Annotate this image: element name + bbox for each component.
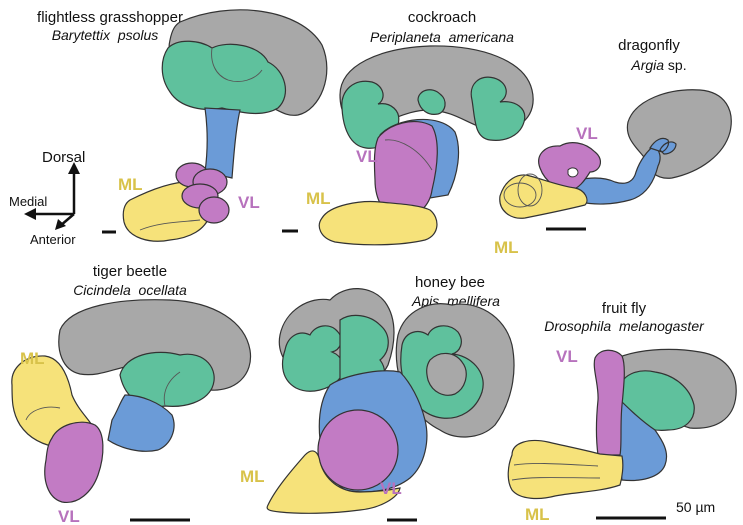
panel-grasshopper: flightless grasshopper Barytettix psolus… bbox=[37, 9, 327, 241]
cockroach-vl-label: VL bbox=[356, 147, 378, 166]
medial-label: Medial bbox=[9, 194, 47, 209]
dragonfly-species-suffix: sp. bbox=[664, 57, 687, 73]
honey-bee-vl-label: VL bbox=[380, 479, 402, 498]
tiger-beetle-vertical-lobe bbox=[45, 422, 103, 502]
dragonfly-ml-label: ML bbox=[494, 238, 519, 257]
tiger-beetle-common-name: tiger beetle bbox=[93, 263, 167, 280]
fruit-fly-vertical-lobe bbox=[594, 350, 624, 455]
honey-bee-vertical-lobe bbox=[318, 410, 398, 490]
grasshopper-ml-label: ML bbox=[118, 175, 143, 194]
tiger-beetle-ml-label: ML bbox=[20, 349, 45, 368]
tiger-beetle-scientific-name: Cicindela ocellata bbox=[73, 282, 187, 298]
dorsal-label: Dorsal bbox=[42, 149, 85, 166]
honey-bee-calyx-inner bbox=[427, 353, 467, 395]
fruit-fly-scientific-name: Drosophila melanogaster bbox=[544, 318, 705, 334]
grasshopper-scientific-name: Barytettix psolus bbox=[52, 27, 159, 43]
cockroach-ml-label: ML bbox=[306, 189, 331, 208]
panel-honey-bee: honey bee Apis mellifera ML VL bbox=[240, 274, 514, 520]
honey-bee-ml-label: ML bbox=[240, 467, 265, 486]
medial-arrow-head bbox=[24, 208, 36, 220]
panel-tiger-beetle: tiger beetle Cicindela ocellata ML VL bbox=[12, 263, 251, 525]
dragonfly-vl-label: VL bbox=[576, 124, 598, 143]
tiger-beetle-vl-label: VL bbox=[58, 507, 80, 525]
orientation-compass: Dorsal Medial Anterior bbox=[9, 149, 85, 247]
grasshopper-common-name: flightless grasshopper bbox=[37, 9, 183, 26]
dragonfly-genus: Argia bbox=[630, 57, 664, 73]
dragonfly-common-name: dragonfly bbox=[618, 37, 680, 54]
panel-fruit-fly: fruit fly Drosophila melanogaster VL ML … bbox=[508, 300, 736, 524]
grasshopper-peduncle bbox=[205, 108, 240, 178]
anterior-label: Anterior bbox=[30, 232, 76, 247]
panel-dragonfly: dragonfly Argia sp. VL ML bbox=[494, 37, 731, 257]
cockroach-medial-lobe bbox=[319, 202, 437, 245]
dragonfly-scientific-line: Argia sp. bbox=[630, 57, 686, 73]
fruit-fly-ml-label: ML bbox=[525, 505, 550, 524]
fruit-fly-vl-label: VL bbox=[556, 347, 578, 366]
scale-bar-label: 50 µm bbox=[676, 499, 715, 515]
fruit-fly-common-name: fruit fly bbox=[602, 300, 647, 317]
honey-bee-common-name: honey bee bbox=[415, 274, 485, 291]
cockroach-scientific-name: Periplaneta americana bbox=[370, 29, 514, 45]
grasshopper-vl-label: VL bbox=[238, 193, 260, 212]
cockroach-common-name: cockroach bbox=[408, 9, 476, 26]
